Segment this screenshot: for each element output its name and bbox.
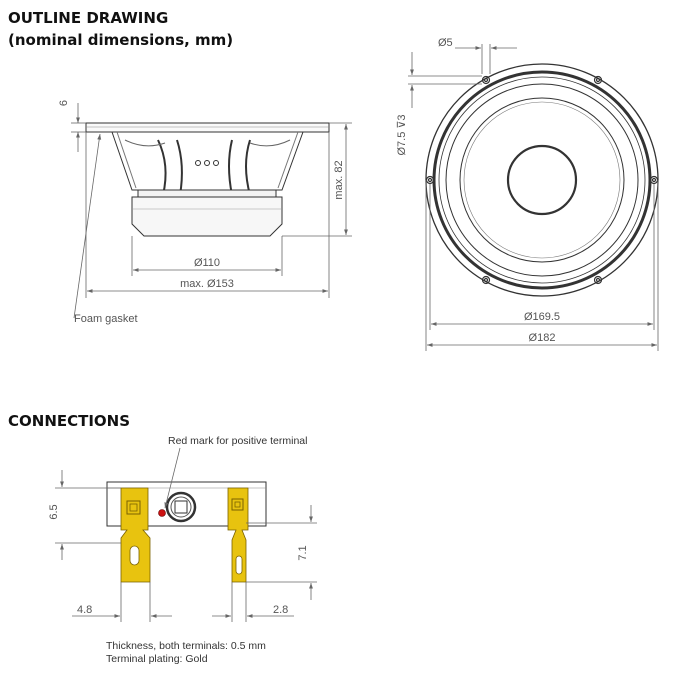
- speaker-top-plate: [137, 189, 277, 198]
- dim-dia-5-label: Ø5: [438, 37, 453, 49]
- red-mark-positive: [158, 509, 166, 517]
- front-dust-cap: [506, 144, 578, 216]
- dim-max-82-label: max. 82: [333, 160, 345, 199]
- terminal-block: [106, 481, 267, 583]
- dim-7-1-label: 7.1: [297, 545, 309, 560]
- dim-6-label: 6: [58, 100, 70, 106]
- plating-note: Terminal plating: Gold: [106, 653, 208, 665]
- connection-dimensions: [55, 447, 317, 622]
- dim-dia-110-label: Ø110: [194, 257, 220, 269]
- dim-dia-153-label: max. Ø153: [180, 278, 234, 290]
- positive-terminal: [120, 487, 151, 583]
- dim-dia-182-label: Ø182: [529, 332, 556, 344]
- thickness-note: Thickness, both terminals: 0.5 mm: [106, 640, 266, 652]
- connections-title: CONNECTIONS: [8, 412, 131, 430]
- speaker-flange: [85, 122, 330, 133]
- dim-dia-169-5-label: Ø169.5: [524, 311, 560, 323]
- speaker-magnet: [131, 196, 283, 237]
- mounting-holes: [425, 75, 659, 285]
- dim-6-5-label: 6.5: [48, 504, 60, 519]
- dim-4-8-label: 4.8: [77, 604, 92, 616]
- foam-gasket-label: Foam gasket: [74, 313, 138, 325]
- front-rim: [432, 70, 652, 290]
- side-view: [85, 122, 330, 237]
- front-surround: [445, 83, 639, 277]
- front-dimensions: [408, 44, 659, 351]
- red-mark-label: Red mark for positive terminal: [168, 435, 307, 447]
- front-outer-frame: [425, 63, 659, 297]
- front-cone: [459, 97, 625, 263]
- side-dimensions: [71, 103, 352, 319]
- dim-2-8-label: 2.8: [273, 604, 288, 616]
- outline-title: OUTLINE DRAWING: [8, 9, 169, 27]
- outline-subtitle: (nominal dimensions, mm): [8, 31, 234, 49]
- dim-dia-7-5-label: Ø7.5 ⊽3: [396, 114, 408, 155]
- front-view: [425, 63, 659, 297]
